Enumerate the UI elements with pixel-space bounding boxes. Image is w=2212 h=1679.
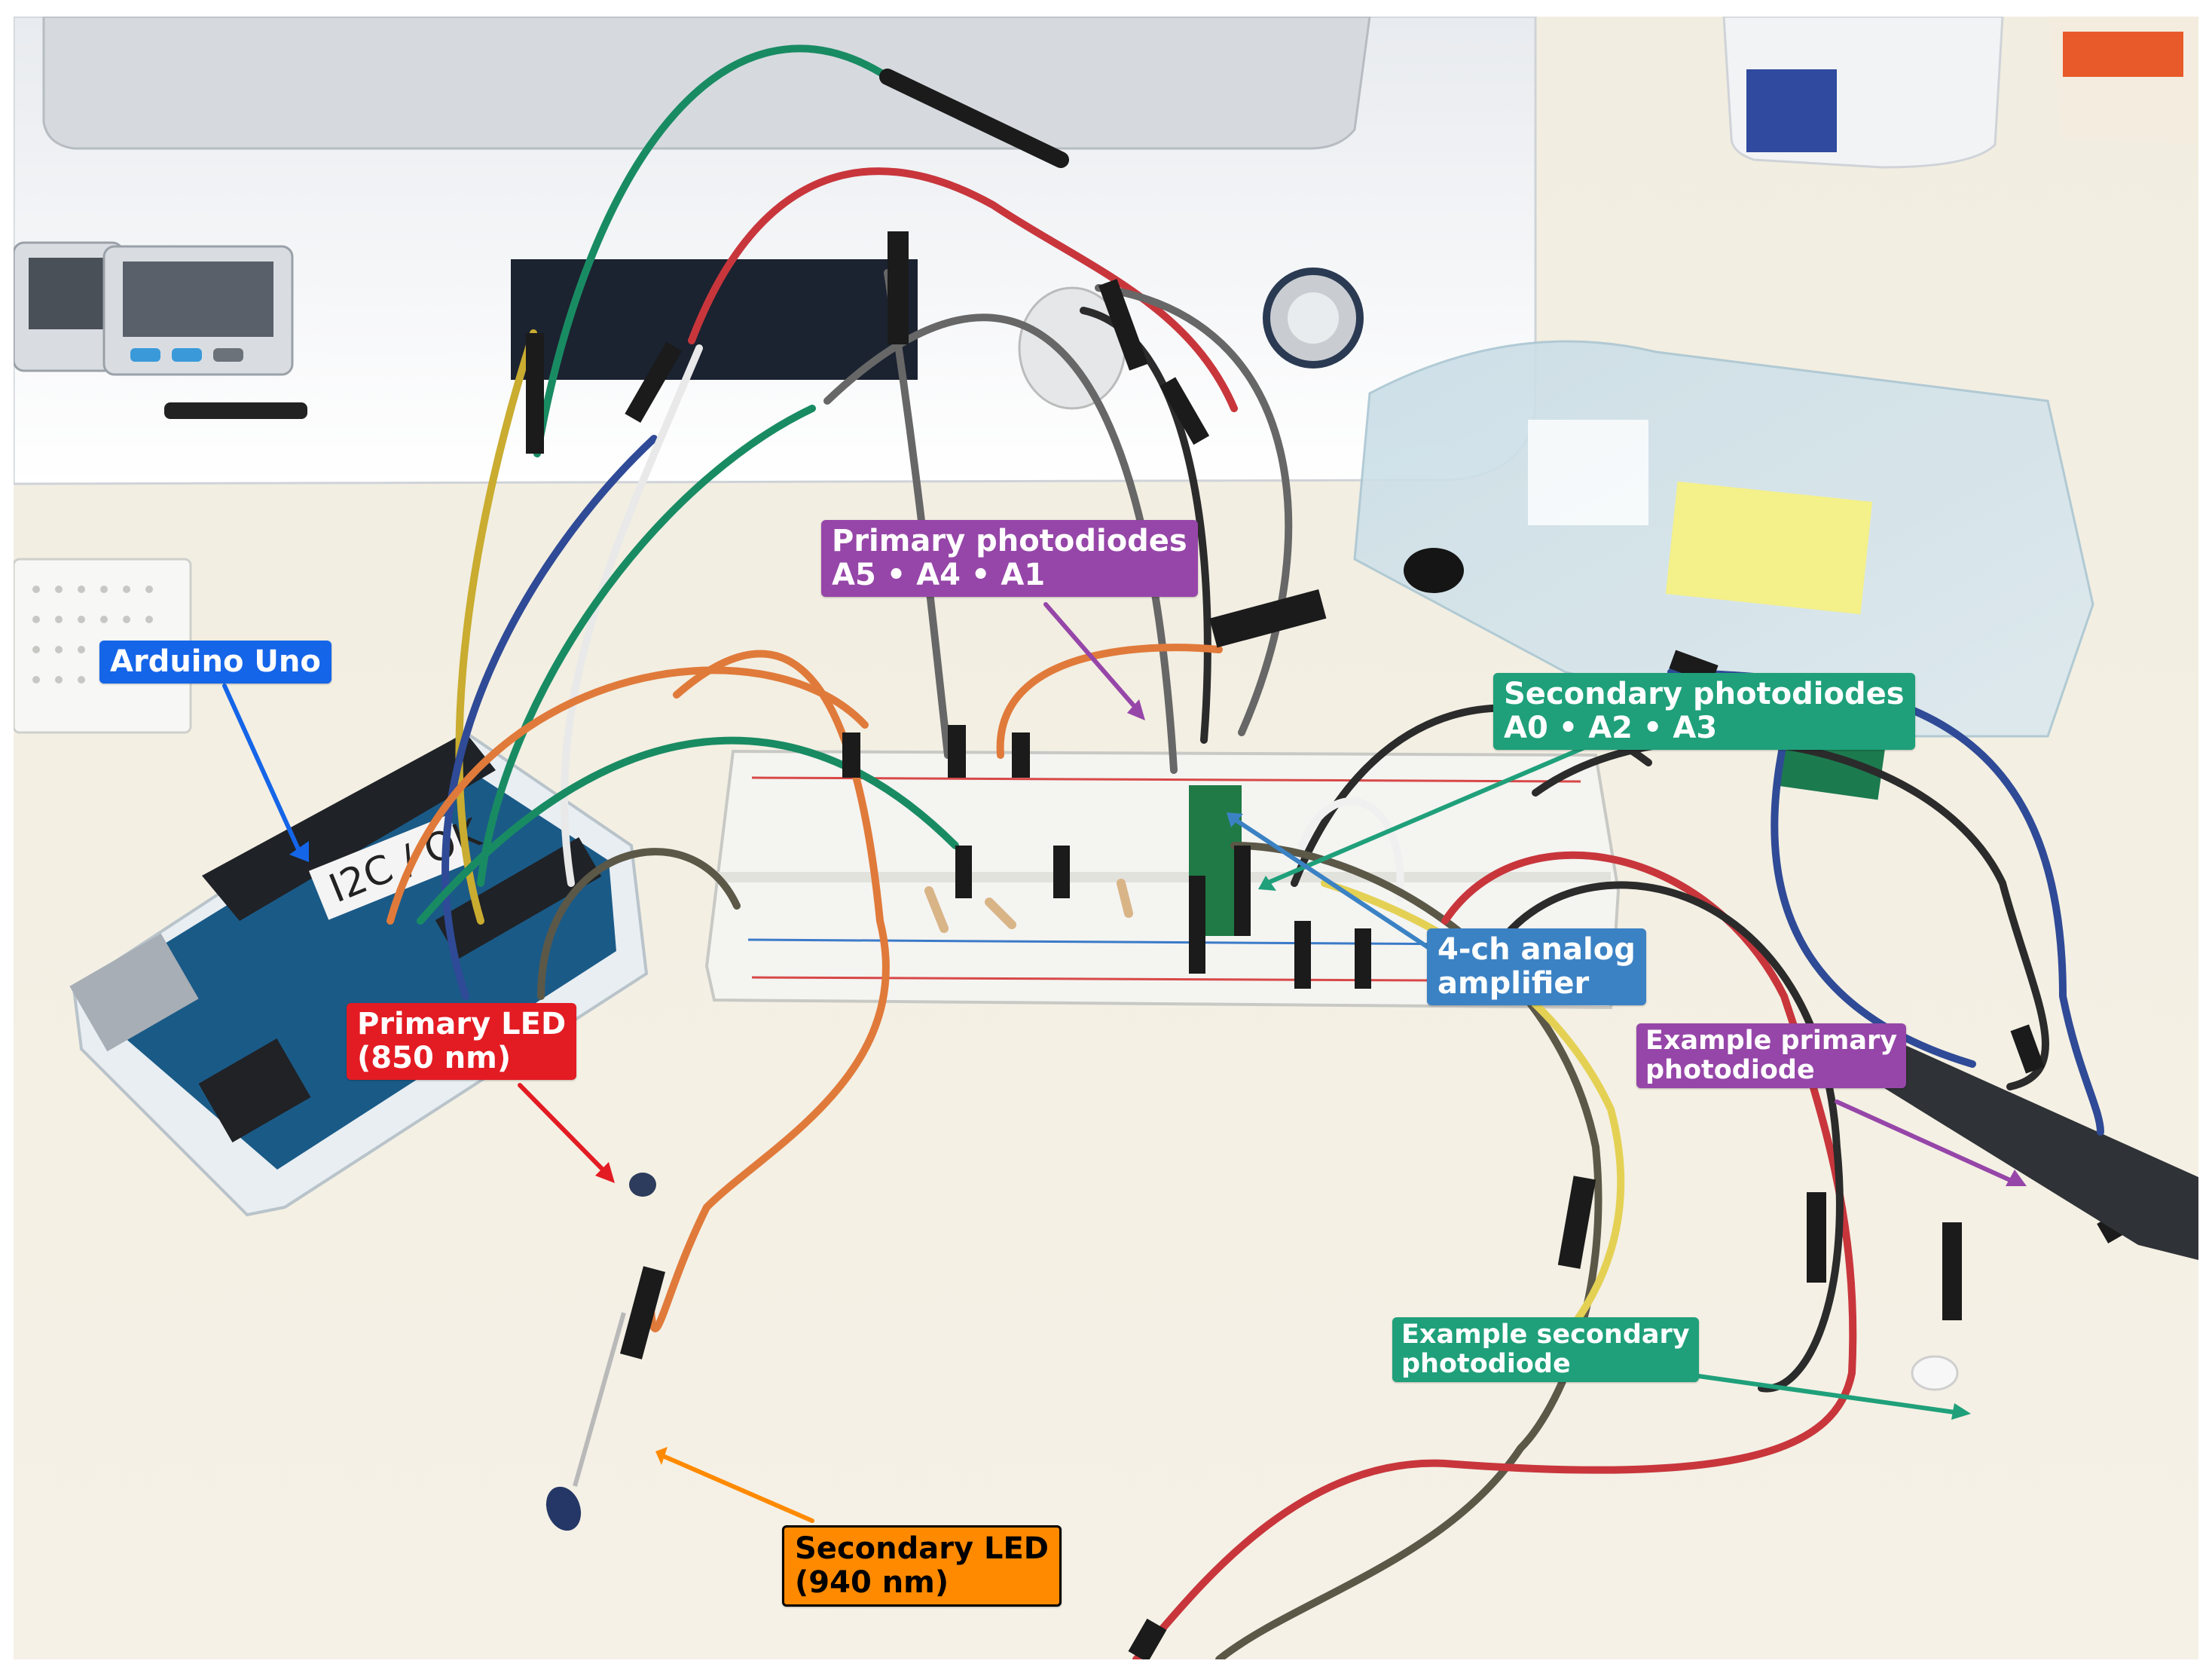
arrow-arduino: [222, 684, 301, 852]
components: [545, 548, 2198, 1531]
arrow-secondary-led: [661, 1454, 814, 1523]
arrow-ex-primary: [1835, 1099, 2012, 1182]
lab-machine: [14, 17, 1537, 485]
arrow-primary-pd: [1043, 602, 1138, 711]
arrow-ex-secondary: [1685, 1372, 1957, 1414]
example-primary-photodiode-label: Example primary photodiode: [1636, 1023, 1907, 1089]
arduino-board: I2C / OK: [69, 730, 649, 1217]
breadboard-photo: I2C / OK: [14, 17, 2198, 1659]
primary-photodiodes-label: Primary photodiodes A5 • A4 • A1: [821, 520, 1198, 597]
arduino-uno-label: Arduino Uno: [99, 641, 331, 684]
secondary-led: [545, 1486, 582, 1531]
resistors: [924, 879, 1133, 933]
main-breadboard: [704, 749, 1621, 1010]
plastic-bag: [1353, 340, 2094, 738]
analog-amplifier-label: 4-ch analog amplifier: [1427, 928, 1646, 1005]
primary-led: [629, 1173, 656, 1197]
annotation-arrows: [222, 602, 2027, 1523]
pliers: [1882, 1041, 2198, 1260]
example-secondary-photodiode-label: Example secondary photodiode: [1392, 1317, 1699, 1383]
bottle: [1722, 17, 2198, 169]
arrow-secondary-pd: [1268, 745, 1587, 884]
display-slot: [511, 259, 918, 380]
example-secondary-photodiode: [1911, 1355, 1959, 1391]
secondary-led-label: Secondary LED (940 nm): [782, 1525, 1062, 1607]
header-pins: [526, 231, 2045, 1659]
secondary-photodiodes-label: Secondary photodiodes A0 • A2 • A3: [1493, 673, 1915, 750]
primary-led-label: Primary LED (850 nm): [347, 1003, 577, 1080]
arrow-amp: [1236, 819, 1447, 961]
arrow-primary-led: [518, 1083, 605, 1172]
